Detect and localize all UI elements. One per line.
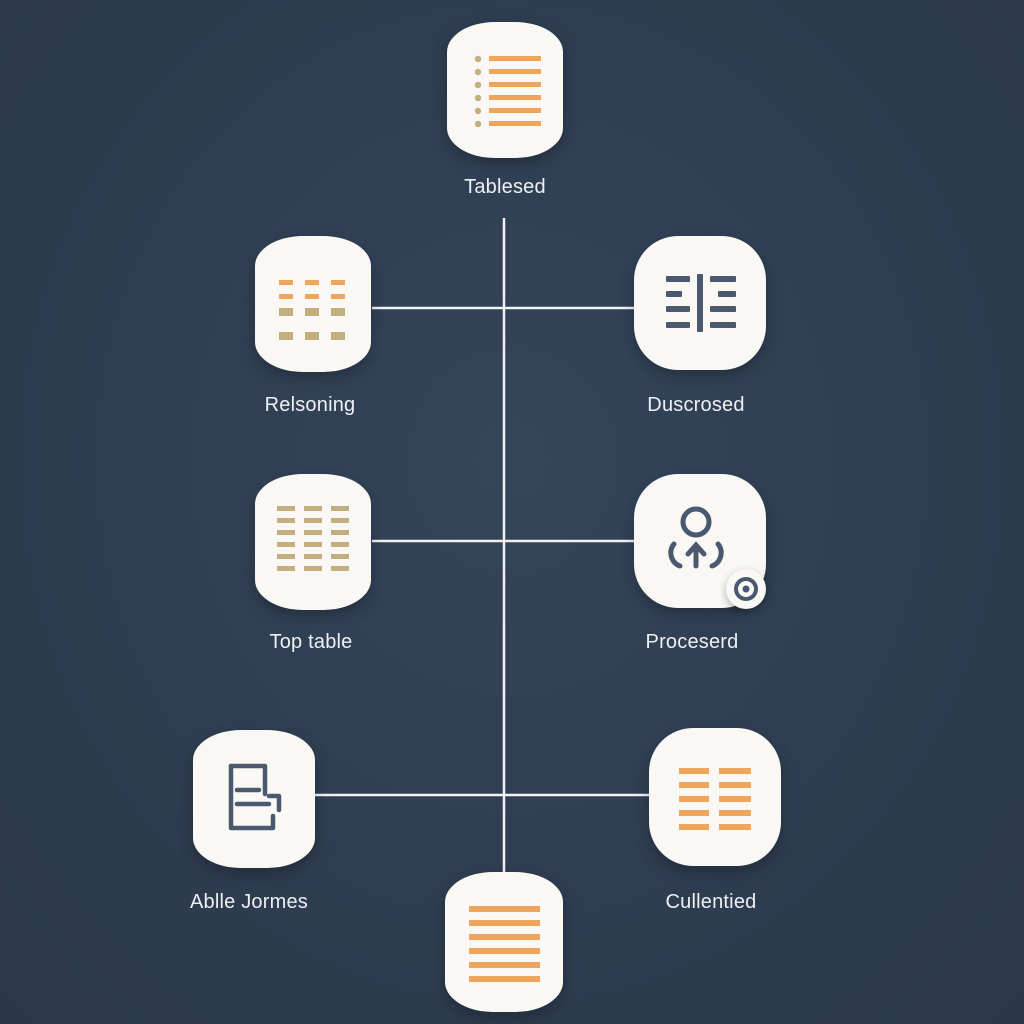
node-relsoning[interactable]	[255, 236, 371, 372]
node-duscrosed[interactable]	[634, 236, 766, 370]
node-ablle-jormes[interactable]	[193, 730, 315, 868]
node-top-table-label: Top table	[269, 631, 353, 653]
list-icon	[474, 55, 541, 128]
node-top-label: Tablesed	[464, 176, 546, 198]
node-proceserd-label: Proceserd	[645, 631, 739, 653]
node-duscrosed-label: Duscrosed	[647, 394, 745, 416]
node-cullentied-label: Cullentied	[665, 891, 757, 913]
node-top-table[interactable]	[255, 474, 371, 610]
document-icon	[228, 763, 282, 831]
gear-badge-icon	[726, 569, 766, 609]
grid-icon	[277, 506, 349, 571]
grid-icon	[279, 280, 345, 340]
node-proceserd[interactable]	[634, 474, 766, 608]
split-table-icon	[666, 274, 736, 332]
grid-icon	[679, 768, 751, 830]
node-relsoning-label: Relsoning	[264, 394, 356, 416]
process-icon	[668, 506, 724, 569]
node-top[interactable]	[447, 22, 563, 158]
node-cullentied[interactable]	[649, 728, 781, 866]
node-ablle-jormes-label: Ablle Jormes	[190, 891, 308, 913]
lines-icon	[469, 906, 540, 982]
node-bottom[interactable]	[445, 872, 563, 1012]
